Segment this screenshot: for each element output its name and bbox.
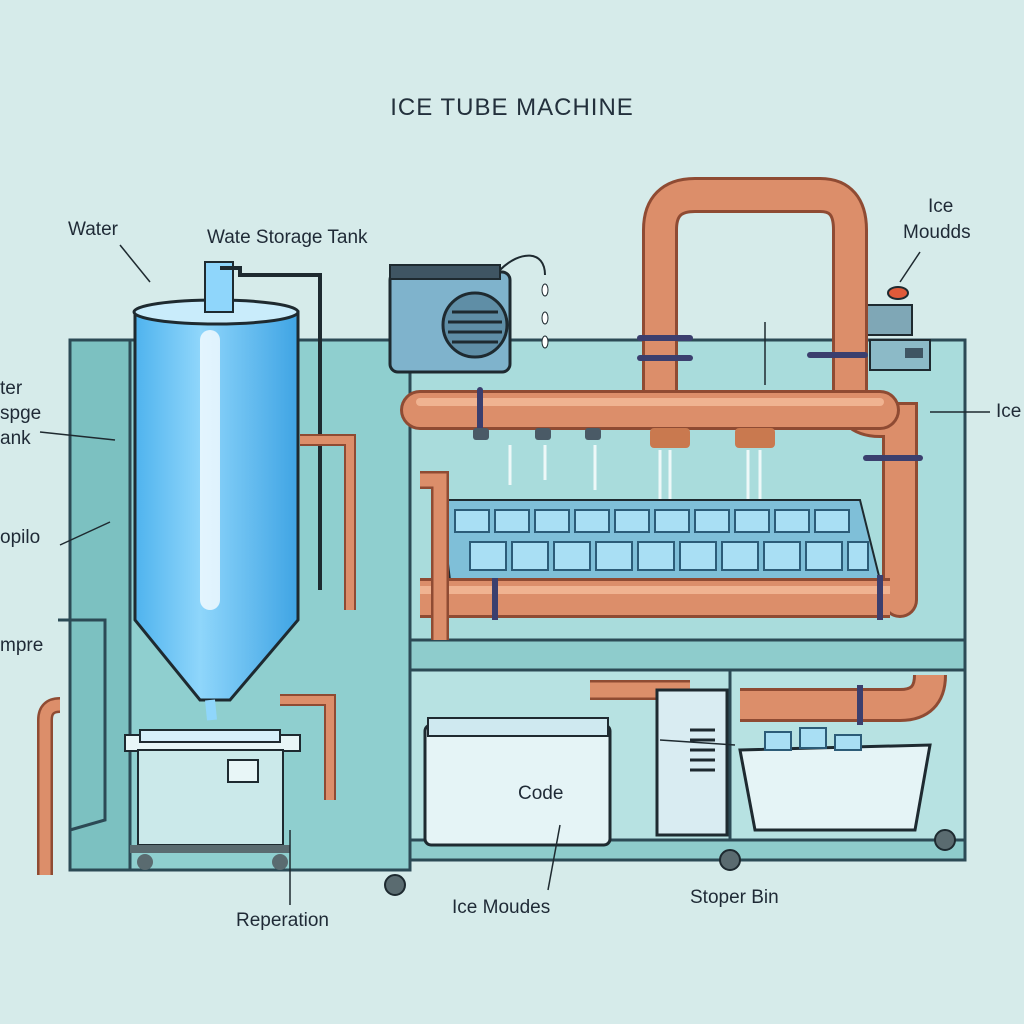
label-left-tank-line2: spge xyxy=(0,403,42,424)
label-stoper-bin: Stoper Bin xyxy=(690,887,779,908)
label-left-topilo: opilo xyxy=(0,527,41,548)
label-ice-moudes: Ice Moudes xyxy=(452,897,551,918)
label-ice-right: Ice xyxy=(996,401,1022,422)
label-ice-moulds-line2: Moudds xyxy=(903,222,971,243)
copper-pipe-lower xyxy=(420,471,947,725)
water-storage-tank xyxy=(132,261,322,721)
compressor-box xyxy=(655,688,729,837)
diagram-title: ICE TUBE MACHINE xyxy=(390,94,634,121)
ice-tray xyxy=(438,499,882,581)
left-ice-bin xyxy=(124,729,301,870)
label-code: Code xyxy=(518,783,564,804)
stoper-bin xyxy=(738,727,932,832)
control-box xyxy=(861,286,931,371)
label-left-impre: mpre xyxy=(0,635,44,656)
left-pipes xyxy=(37,434,356,875)
copper-pipes-upper xyxy=(400,177,923,618)
label-ice-moulds-line1: Ice xyxy=(928,196,954,217)
leader-lines xyxy=(39,244,990,905)
label-left-tank-line3: ank xyxy=(0,428,31,449)
label-ice-moulds-top: Ice Moudds xyxy=(903,194,971,246)
label-left-tank-line1: ter xyxy=(0,378,23,399)
condenser-unit xyxy=(388,254,549,374)
label-reperation: Reperation xyxy=(236,910,329,931)
label-water-storage-tank: Wate Storage Tank xyxy=(207,227,368,248)
code-bin xyxy=(423,717,612,847)
label-left-tank: ter spge ank xyxy=(0,376,41,451)
label-water: Water xyxy=(68,219,118,240)
